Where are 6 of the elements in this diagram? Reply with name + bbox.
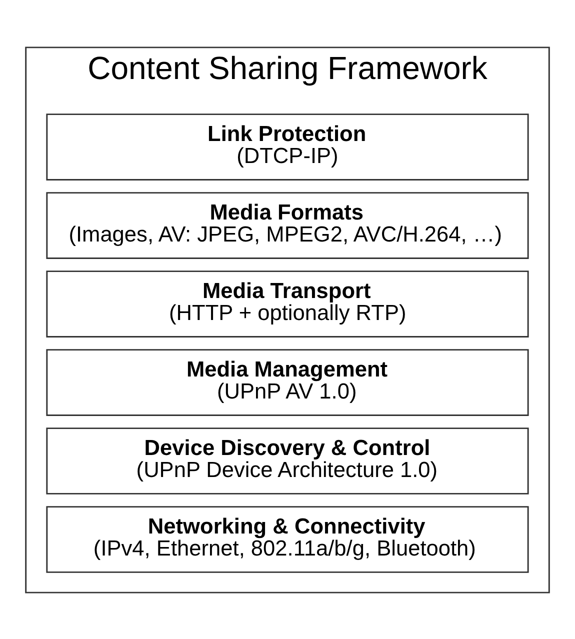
node-box: Device Discovery & Control (UPnP Device Architecture 1.0) <box>46 427 529 494</box>
node-box: Media Transport (HTTP + optionally RTP) <box>46 270 529 337</box>
node-box: Media Formats (Images, AV: JPEG, MPEG2, AVC/H.264, …) <box>46 192 529 258</box>
node-box: Link Protection (DTCP-IP) <box>46 113 529 180</box>
node-box: Media Management (UPnP AV 1.0) <box>46 348 529 416</box>
node-box: Networking & Connectivity (IPv4, Ethernet, 802.11a/b/g, Bluetooth) <box>46 506 529 572</box>
